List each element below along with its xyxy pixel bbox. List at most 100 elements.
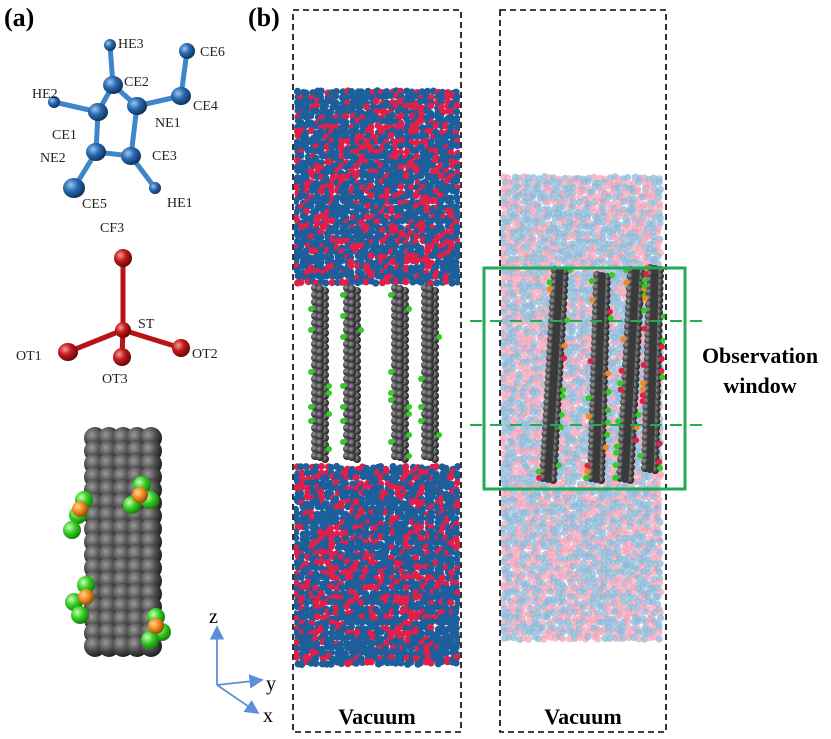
cation-bead (399, 217, 407, 225)
panel-label-b: (b) (248, 3, 280, 32)
anion-bead (364, 202, 372, 210)
cation-bead (438, 658, 446, 666)
cation-bead (337, 272, 345, 280)
cation-bead (589, 229, 597, 237)
anion-bead (347, 588, 355, 596)
tube-atom (396, 341, 404, 349)
cation-bead (372, 509, 380, 517)
cation-bead (443, 267, 451, 275)
cation-bead (535, 208, 543, 216)
tube-atom (348, 285, 356, 293)
anion-bead (352, 474, 360, 482)
anion-bead (403, 257, 411, 265)
fluorine-atom (436, 334, 442, 340)
cation-bead (378, 618, 386, 626)
anion-bead (328, 262, 336, 270)
cation-bead (358, 272, 366, 280)
anion-bead (580, 453, 589, 461)
fluorine-atom (388, 390, 394, 396)
cation-bead (454, 197, 460, 205)
cation-bead (534, 203, 542, 211)
cation-bead (594, 238, 602, 246)
cation-bead (554, 183, 562, 191)
tube-atom (426, 285, 434, 293)
cation-bead (352, 553, 360, 561)
anion-bead (571, 258, 579, 266)
sulfur-atom (132, 487, 148, 503)
atom-label-ot3: OT3 (102, 372, 128, 387)
tube-atom (348, 369, 356, 377)
anion-bead (318, 493, 326, 501)
fluorine-atom (326, 383, 332, 389)
fluorine-atom (406, 432, 412, 438)
fluorine-atom (340, 383, 346, 389)
cation-bead (387, 508, 395, 516)
cation-bead (367, 643, 375, 652)
tube-atom (396, 411, 404, 419)
cation-bead (418, 88, 426, 96)
anion-bead (297, 278, 305, 286)
cation-bead (433, 131, 441, 140)
cation-bead (570, 378, 578, 386)
cation-bead (625, 233, 633, 241)
tube-atom (426, 418, 434, 426)
tube-atom (396, 285, 404, 293)
anion-bead (412, 257, 420, 265)
tube-atom (348, 306, 356, 314)
cation-bead (312, 478, 320, 486)
cation-bead (651, 214, 659, 222)
cation-bead (540, 238, 548, 246)
anion-bead (635, 249, 643, 257)
cation-bead (412, 484, 420, 492)
fluorine-atom (388, 292, 394, 298)
anion-bead (402, 463, 410, 471)
cation-bead (322, 474, 330, 482)
cation-bead (297, 252, 305, 260)
cation-bead (614, 304, 622, 312)
cation-bead (423, 618, 431, 626)
anion-bead (417, 117, 425, 125)
anion-bead (407, 102, 415, 110)
cation-bead (417, 543, 425, 551)
cation-bead (342, 163, 350, 171)
cation-bead (332, 508, 340, 516)
cation-bead (313, 578, 321, 586)
anion-bead (514, 299, 522, 307)
atom-label-he2: HE2 (32, 87, 58, 102)
cation-bead (307, 202, 315, 210)
cation-bead (352, 182, 360, 190)
tube-atom (396, 390, 404, 398)
cation-bead (418, 509, 426, 517)
anion-bead (397, 493, 405, 501)
cation-bead (348, 632, 356, 641)
cation-bead (307, 138, 315, 146)
cation-bead (393, 528, 401, 536)
anion-bead (382, 625, 390, 633)
anion-bead (372, 97, 380, 105)
cation-bead (397, 224, 405, 232)
cation-bead (352, 122, 360, 130)
cation-bead (372, 569, 380, 577)
cation-bead (442, 604, 450, 612)
cation-bead (392, 248, 400, 256)
anion-bead (413, 613, 421, 621)
cation-bead (523, 358, 532, 366)
cation-bead (377, 658, 386, 667)
atom-label-he1: HE1 (167, 196, 193, 211)
cation-bead (412, 604, 421, 612)
anion-bead (383, 639, 391, 647)
anion-bead (432, 272, 440, 280)
cation-bead (358, 127, 367, 135)
cation-bead (437, 142, 445, 150)
cation-bead (453, 594, 460, 602)
tube-atom (396, 453, 404, 461)
cation-bead (321, 102, 330, 110)
cation-bead (392, 608, 400, 617)
cation-bead (322, 483, 330, 491)
cation-bead (333, 633, 341, 642)
cation-bead (352, 208, 360, 216)
cation-bead (614, 183, 622, 191)
fluorine-atom (340, 292, 346, 298)
cation-bead (333, 117, 341, 125)
fluorine-atom (388, 397, 394, 403)
